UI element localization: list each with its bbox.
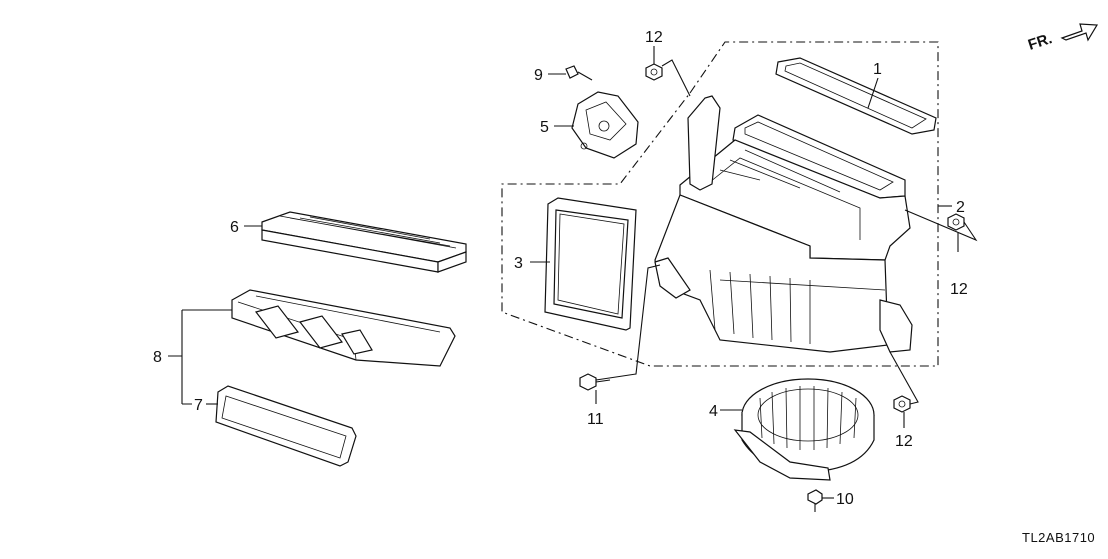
air-filter-part bbox=[261, 211, 467, 273]
nut-12-lower-part bbox=[893, 395, 911, 413]
callout-5: 5 bbox=[540, 119, 549, 136]
nut-12-right-part bbox=[947, 213, 965, 231]
callout-6: 6 bbox=[230, 219, 239, 236]
diagram-code: TL2AB1710 bbox=[1022, 530, 1095, 545]
callout-7: 7 bbox=[194, 397, 203, 414]
callout-2: 2 bbox=[956, 199, 965, 216]
callout-labels: 1 2 3 4 5 6 7 8 9 10 11 12 12 12 bbox=[153, 29, 968, 508]
screw-9-part bbox=[565, 65, 593, 81]
screw-11-part bbox=[579, 373, 611, 391]
filter-housing-part bbox=[231, 289, 456, 367]
blower-motor-part bbox=[733, 378, 875, 481]
front-direction-indicator: FR. bbox=[1026, 23, 1099, 54]
actuator-part bbox=[571, 91, 639, 159]
gasket-seal-part bbox=[775, 57, 937, 135]
leader-lines bbox=[168, 46, 978, 499]
screw-10-part bbox=[807, 489, 823, 512]
callout-4: 4 bbox=[709, 403, 718, 420]
direction-arrow-icon bbox=[1060, 23, 1099, 42]
nut-12-top-part bbox=[645, 63, 663, 81]
filter-gasket-part bbox=[215, 385, 357, 467]
direction-label: FR. bbox=[1026, 30, 1054, 54]
callout-12-lower: 12 bbox=[895, 433, 913, 450]
callout-9: 9 bbox=[534, 67, 543, 84]
blower-housing-part bbox=[654, 95, 913, 353]
callout-8: 8 bbox=[153, 349, 162, 366]
callout-1: 1 bbox=[873, 61, 882, 78]
callout-10: 10 bbox=[836, 491, 854, 508]
frame-seal-part bbox=[544, 197, 637, 331]
callout-3: 3 bbox=[514, 255, 523, 272]
callout-12-right: 12 bbox=[950, 281, 968, 298]
callout-12-top: 12 bbox=[645, 29, 663, 46]
callout-11: 11 bbox=[587, 411, 604, 428]
